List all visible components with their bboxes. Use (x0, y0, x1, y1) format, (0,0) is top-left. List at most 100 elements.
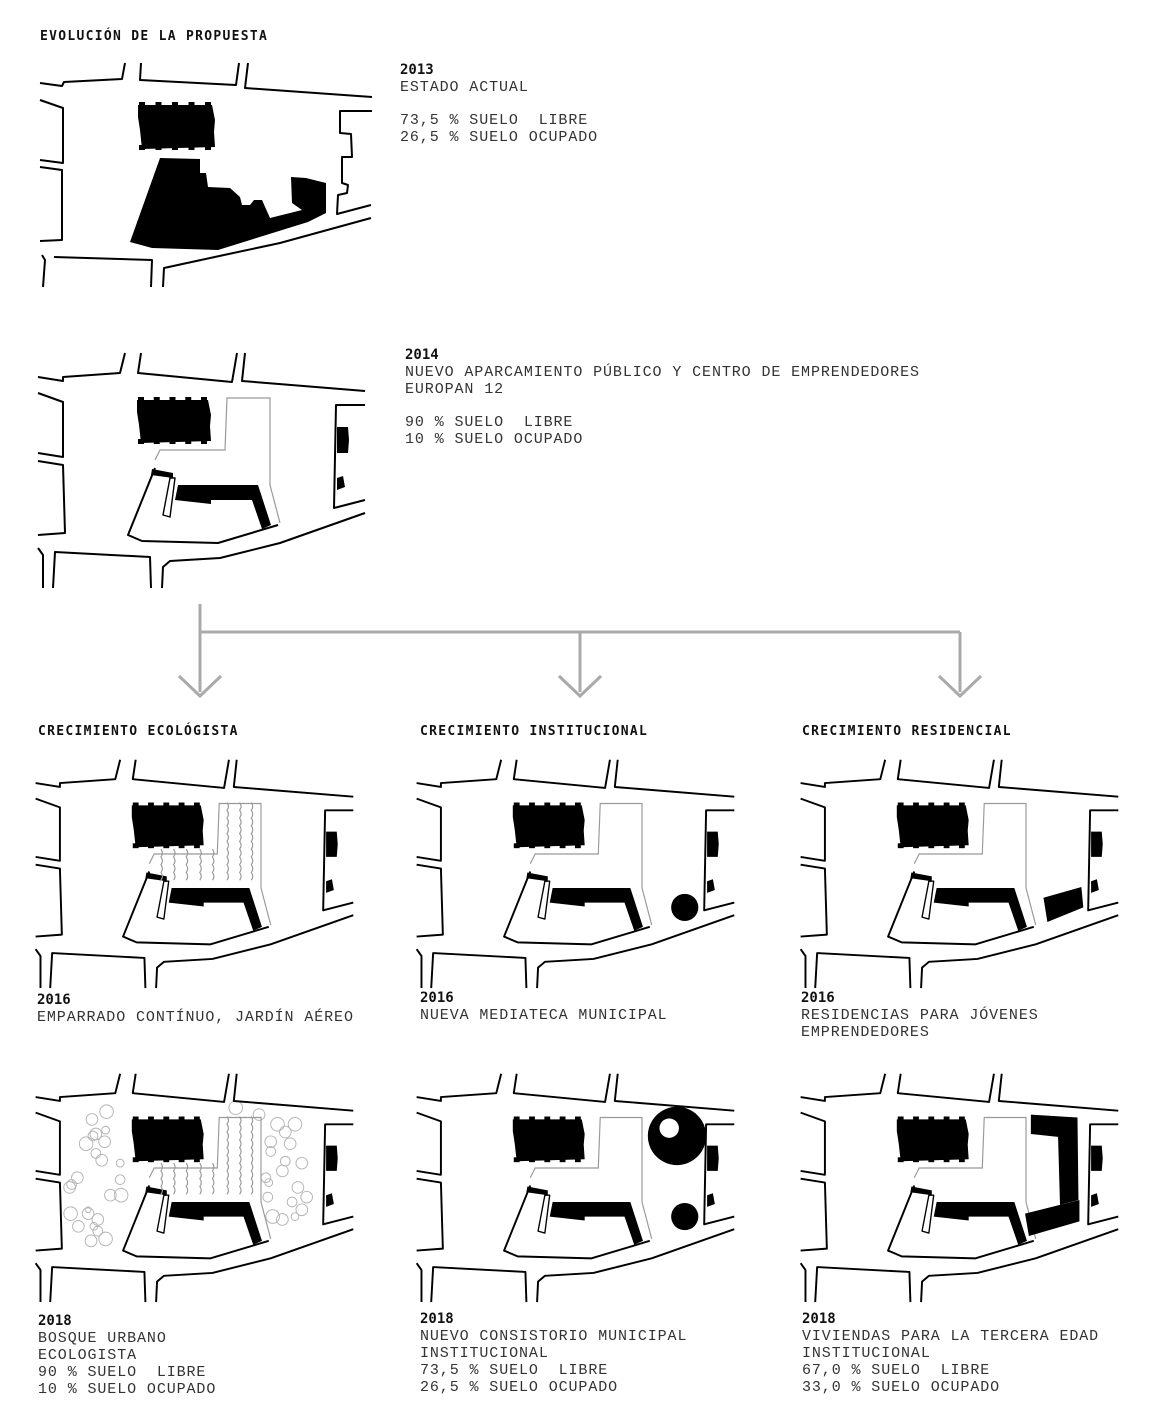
small-pavilion (156, 880, 170, 920)
enterprise-centre (168, 888, 262, 931)
tree-icon (89, 1221, 99, 1231)
building-bar (526, 872, 548, 882)
street-edge (37, 392, 64, 458)
existing-buildings (130, 158, 326, 250)
mediateca (671, 893, 699, 922)
pergola-line (172, 1162, 176, 1195)
right-building (326, 879, 334, 893)
pergola-line (226, 1116, 230, 1195)
street-edge (536, 914, 735, 989)
building-bar (910, 1186, 932, 1196)
street-edge (814, 952, 912, 989)
street-edge (997, 759, 1119, 798)
caption-2013: 2013 ESTADO ACTUAL 73,5 % SUELO LIBRE 26… (400, 62, 598, 146)
pergola-line (199, 1162, 202, 1195)
tree-icon (98, 1231, 113, 1247)
street-edge (122, 1185, 270, 1260)
street-edge (703, 1123, 735, 1226)
arrow-down-icon (557, 674, 603, 699)
year-label: 2016 (37, 992, 71, 1008)
street-edge (800, 1177, 828, 1252)
description-2: INSTITUCIONAL (420, 1345, 549, 1362)
enterprise-centre (549, 1202, 643, 1245)
pergola-line (250, 1116, 254, 1195)
suelo-libre: 90 % SUELO LIBRE (38, 1364, 207, 1381)
street-edge (703, 809, 735, 912)
tree-icon (99, 1104, 114, 1119)
plaza-outline (148, 1116, 272, 1240)
youth-residences (1043, 887, 1084, 922)
site-plan-residencial-2018 (799, 1073, 1119, 1303)
year-label: 2016 (420, 990, 454, 1006)
street-edge (39, 166, 63, 242)
court-building (131, 802, 204, 849)
tree-icon (84, 1206, 92, 1214)
enterprise-centre (168, 1202, 262, 1245)
street-edge (53, 256, 153, 288)
senior-housing (1025, 1200, 1080, 1236)
street-edge (887, 871, 1035, 946)
suelo-ocupado: 10 % SUELO OCUPADO (38, 1381, 217, 1398)
pergola-line (211, 848, 215, 881)
court-building (512, 802, 585, 849)
tree-icon (276, 1164, 289, 1178)
suelo-ocupado: 10 % SUELO OCUPADO (405, 431, 584, 448)
description: VIVIENDAS PARA LA TERCERA EDAD (802, 1328, 1100, 1345)
right-building (1091, 831, 1103, 857)
street-edge (800, 759, 887, 788)
tree-icon (286, 1196, 298, 1208)
streets (37, 352, 366, 589)
right-building (337, 427, 349, 453)
tree-icon (113, 1187, 129, 1203)
senior-housing (1030, 1114, 1079, 1205)
street-edge (155, 1228, 354, 1303)
street-edge (416, 1111, 442, 1176)
tree-icon (265, 1146, 277, 1157)
street-edge (35, 1177, 63, 1252)
pergola-line (185, 848, 189, 881)
building-bar (145, 872, 167, 882)
street-edge (416, 1177, 444, 1252)
pergola-line (199, 848, 202, 881)
building-bar (151, 469, 173, 478)
street-edge (155, 914, 354, 989)
street-edge (512, 759, 611, 789)
site-plan-2014 (37, 352, 366, 589)
street-edge (896, 1073, 995, 1103)
tree-icon (95, 1153, 108, 1167)
pergola-line (238, 802, 242, 881)
tree-icon (300, 1190, 313, 1204)
court-building (512, 1116, 585, 1163)
suelo-ocupado: 33,0 % SUELO OCUPADO (802, 1379, 1001, 1396)
street-edge (416, 759, 503, 788)
streets (39, 62, 373, 288)
court-building (896, 1116, 969, 1163)
street-edge (336, 110, 372, 215)
plaza-outline (529, 802, 653, 926)
street-edge (34, 948, 42, 989)
right-building (326, 1193, 334, 1207)
street-edge (35, 797, 61, 862)
street-edge (799, 948, 807, 989)
tree-icon (72, 1219, 85, 1233)
tree-icon (278, 1125, 292, 1139)
street-edge (127, 467, 279, 544)
street-edge (613, 759, 735, 798)
arrow-down-icon (177, 674, 223, 699)
small-pavilion (921, 1194, 935, 1234)
tree-icon (98, 1135, 111, 1149)
enterprise-centre (175, 485, 271, 529)
tree-icon (91, 1213, 105, 1226)
pergola-line (226, 802, 230, 881)
tree-icon (63, 1181, 76, 1194)
description-2: EMPRENDEDORES (801, 1024, 930, 1041)
tree-icon (295, 1203, 309, 1217)
enterprise-centre (549, 888, 643, 931)
street-edge (430, 1266, 528, 1303)
street-edge (800, 797, 826, 862)
street-edge (39, 99, 64, 164)
streets (34, 759, 354, 989)
site-plan-institucional-2018 (415, 1073, 735, 1303)
small-pavilion (162, 477, 176, 518)
right-building (707, 1193, 715, 1207)
